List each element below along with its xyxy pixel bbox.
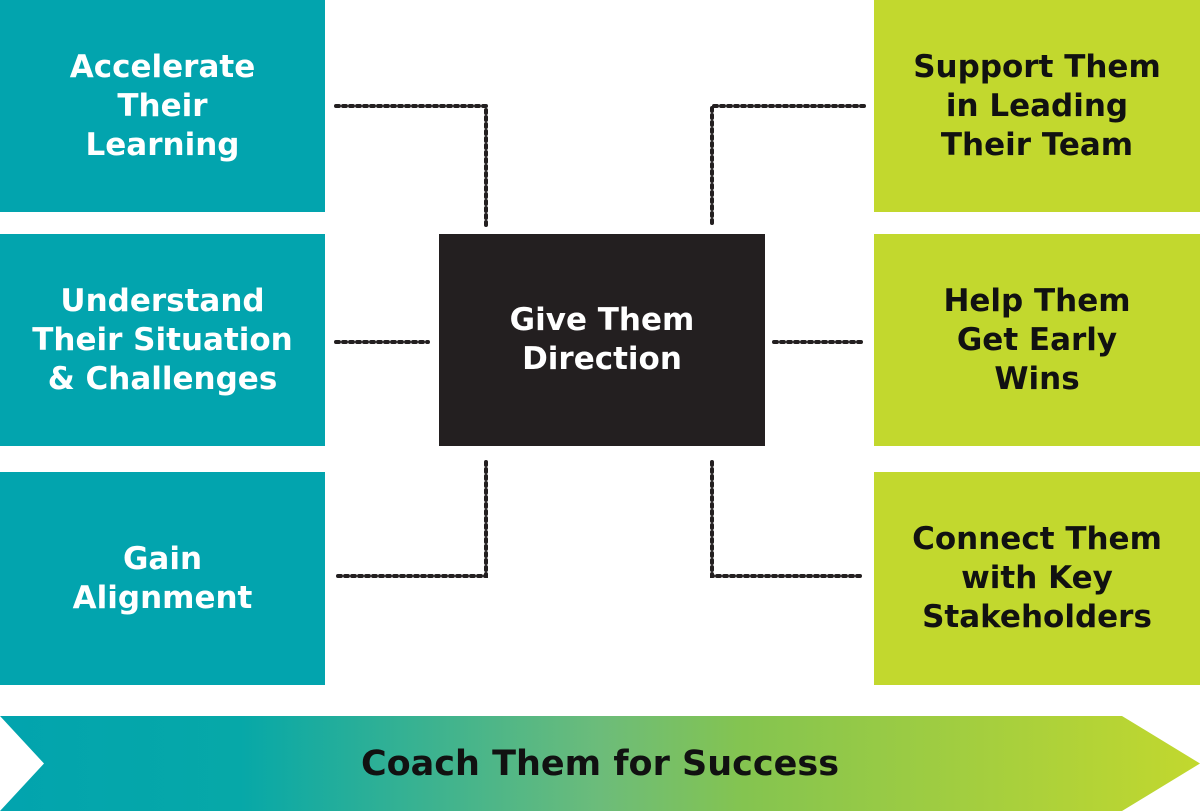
box-connect-stakeholders: Connect Them with Key Stakeholders [874,472,1200,685]
box-label: Support Them in Leading Their Team [913,48,1161,163]
box-gain-alignment: Gain Alignment [0,472,325,685]
banner-label: Coach Them for Success [360,743,840,784]
banner-arrow [0,716,1200,811]
connector-bottom-right [710,460,866,578]
box-early-wins: Help Them Get Early Wins [874,234,1200,446]
box-understand-situation: Understand Their Situation & Challenges [0,234,325,446]
box-label: Connect Them with Key Stakeholders [912,521,1162,635]
box-label: Help Them Get Early Wins [943,282,1131,397]
box-label: Understand Their Situation & Challenges [32,282,293,397]
box-label: Accelerate Their Learning [69,48,256,163]
connector-bottom-left [334,460,488,578]
box-accelerate-learning: Accelerate Their Learning [0,0,325,212]
center-box-direction: Give Them Direction [439,234,765,446]
box-label: Gain Alignment [72,540,253,616]
box-support-leading-team: Support Them in Leading Their Team [874,0,1200,212]
center-label: Give Them Direction [509,302,695,377]
connector-top-right [710,104,866,228]
connector-top-left [334,104,488,228]
